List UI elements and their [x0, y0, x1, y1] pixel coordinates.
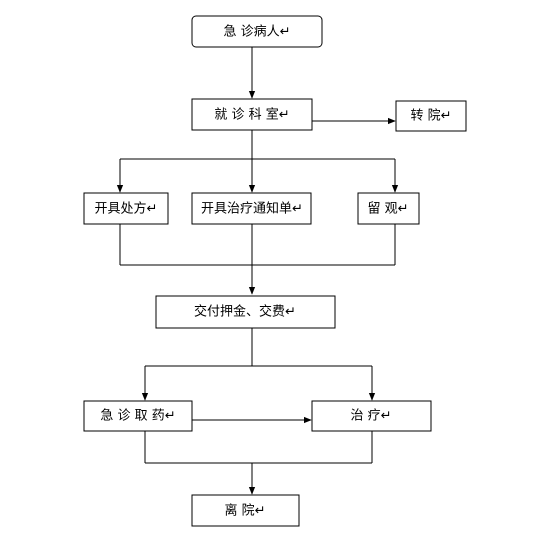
connectors — [116, 47, 399, 495]
node-discharge: 离 院↵ — [191, 494, 300, 527]
node-treatment-notice: 开具治疗通知单↵ — [191, 192, 312, 225]
node-label: 离 院↵ — [224, 503, 265, 519]
node-label: 开具治疗通知单↵ — [201, 201, 303, 217]
node-label: 急 诊 取 药↵ — [100, 409, 175, 424]
node-label: 转 院↵ — [410, 109, 451, 124]
node-transfer-hospital: 转 院↵ — [395, 100, 467, 132]
node-payment: 交付押金、交费↵ — [155, 295, 336, 329]
node-treatment: 治 疗↵ — [311, 400, 432, 432]
node-label: 开具处方↵ — [95, 201, 158, 217]
node-label: 就 诊 科 室↵ — [214, 107, 289, 123]
node-emergency-medicine: 急 诊 取 药↵ — [83, 400, 193, 432]
node-label: 急 诊病人↵ — [223, 25, 290, 40]
node-label: 留 观↵ — [367, 202, 408, 217]
node-label: 治 疗↵ — [350, 409, 391, 424]
node-observation: 留 观↵ — [357, 192, 420, 225]
node-department-visit: 就 诊 科 室↵ — [191, 98, 313, 131]
node-prescription: 开具处方↵ — [83, 192, 169, 225]
node-emergency-patient: 急 诊病人↵ — [191, 15, 323, 48]
node-label: 交付押金、交费↵ — [194, 304, 296, 320]
